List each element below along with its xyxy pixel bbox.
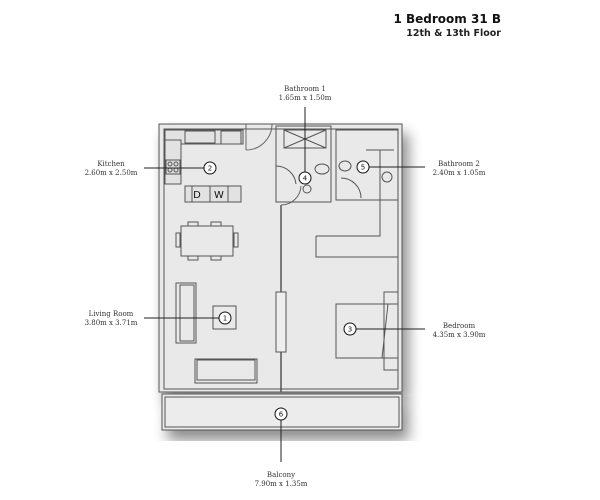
dining-table [180,225,234,257]
marker-number-6: 6 [279,411,284,419]
room-size: 2.40m x 1.05m [432,169,486,177]
washbasin-2 [381,171,393,183]
entry-door [245,123,273,151]
marker-number-1: 1 [223,315,227,323]
room-name: Balcony [266,471,296,479]
label-bathroom-2: Bathroom 2 2.40m x 1.05m [426,160,492,178]
label-balcony: Balcony 7.90m x 1.35m [248,471,314,489]
room-marker-4 [298,171,312,185]
washbasin-1 [302,184,312,194]
dishwasher-label: D [193,190,201,201]
marker-number-2: 2 [208,165,212,173]
bathroom-2 [335,129,399,201]
sink [184,130,216,144]
label-kitchen: Kitchen 2.60m x 2.50m [78,160,144,178]
label-living-room: Living Room 3.80m x 3.71m [78,310,144,328]
room-size: 2.60m x 2.50m [84,169,138,177]
washer-label: W [214,190,224,201]
sofa-left [175,282,197,344]
room-marker-2 [203,161,217,175]
wardrobe [315,200,398,258]
room-name: Bathroom 1 [284,85,326,93]
room-name: Kitchen [97,160,125,168]
appliance-counter [184,185,242,203]
plan-title-block: 1 Bedroom 31 B 12th & 13th Floor [393,12,501,40]
bathroom-1 [275,125,332,203]
label-bedroom: Bedroom 4.35m x 3.90m [426,322,492,340]
stove [165,159,181,175]
room-name: Bedroom [442,322,476,330]
toilet-2 [338,160,352,172]
room-name: Living Room [88,310,134,318]
floor-subtitle: 12th & 13th Floor [406,28,501,39]
sofa-bottom [194,358,258,384]
room-size: 1.65m x 1.50m [278,94,332,102]
room-size: 3.80m x 3.71m [84,319,138,327]
room-size: 7.90m x 1.35m [254,480,308,488]
room-name: Bathroom 2 [438,160,480,168]
marker-number-4: 4 [303,175,308,183]
room-marker-5 [356,160,370,174]
unit-title: 1 Bedroom 31 B [393,12,501,26]
room-size: 4.35m x 3.90m [432,331,486,339]
marker-number-5: 5 [361,164,365,172]
sliding-partition [275,291,287,353]
marker-number-3: 3 [348,326,352,334]
room-marker-3 [343,322,357,336]
toilet-1 [314,163,330,175]
room-marker-1 [218,311,232,325]
label-bathroom-1: Bathroom 1 1.65m x 1.50m [272,85,338,103]
room-marker-6 [274,407,288,421]
